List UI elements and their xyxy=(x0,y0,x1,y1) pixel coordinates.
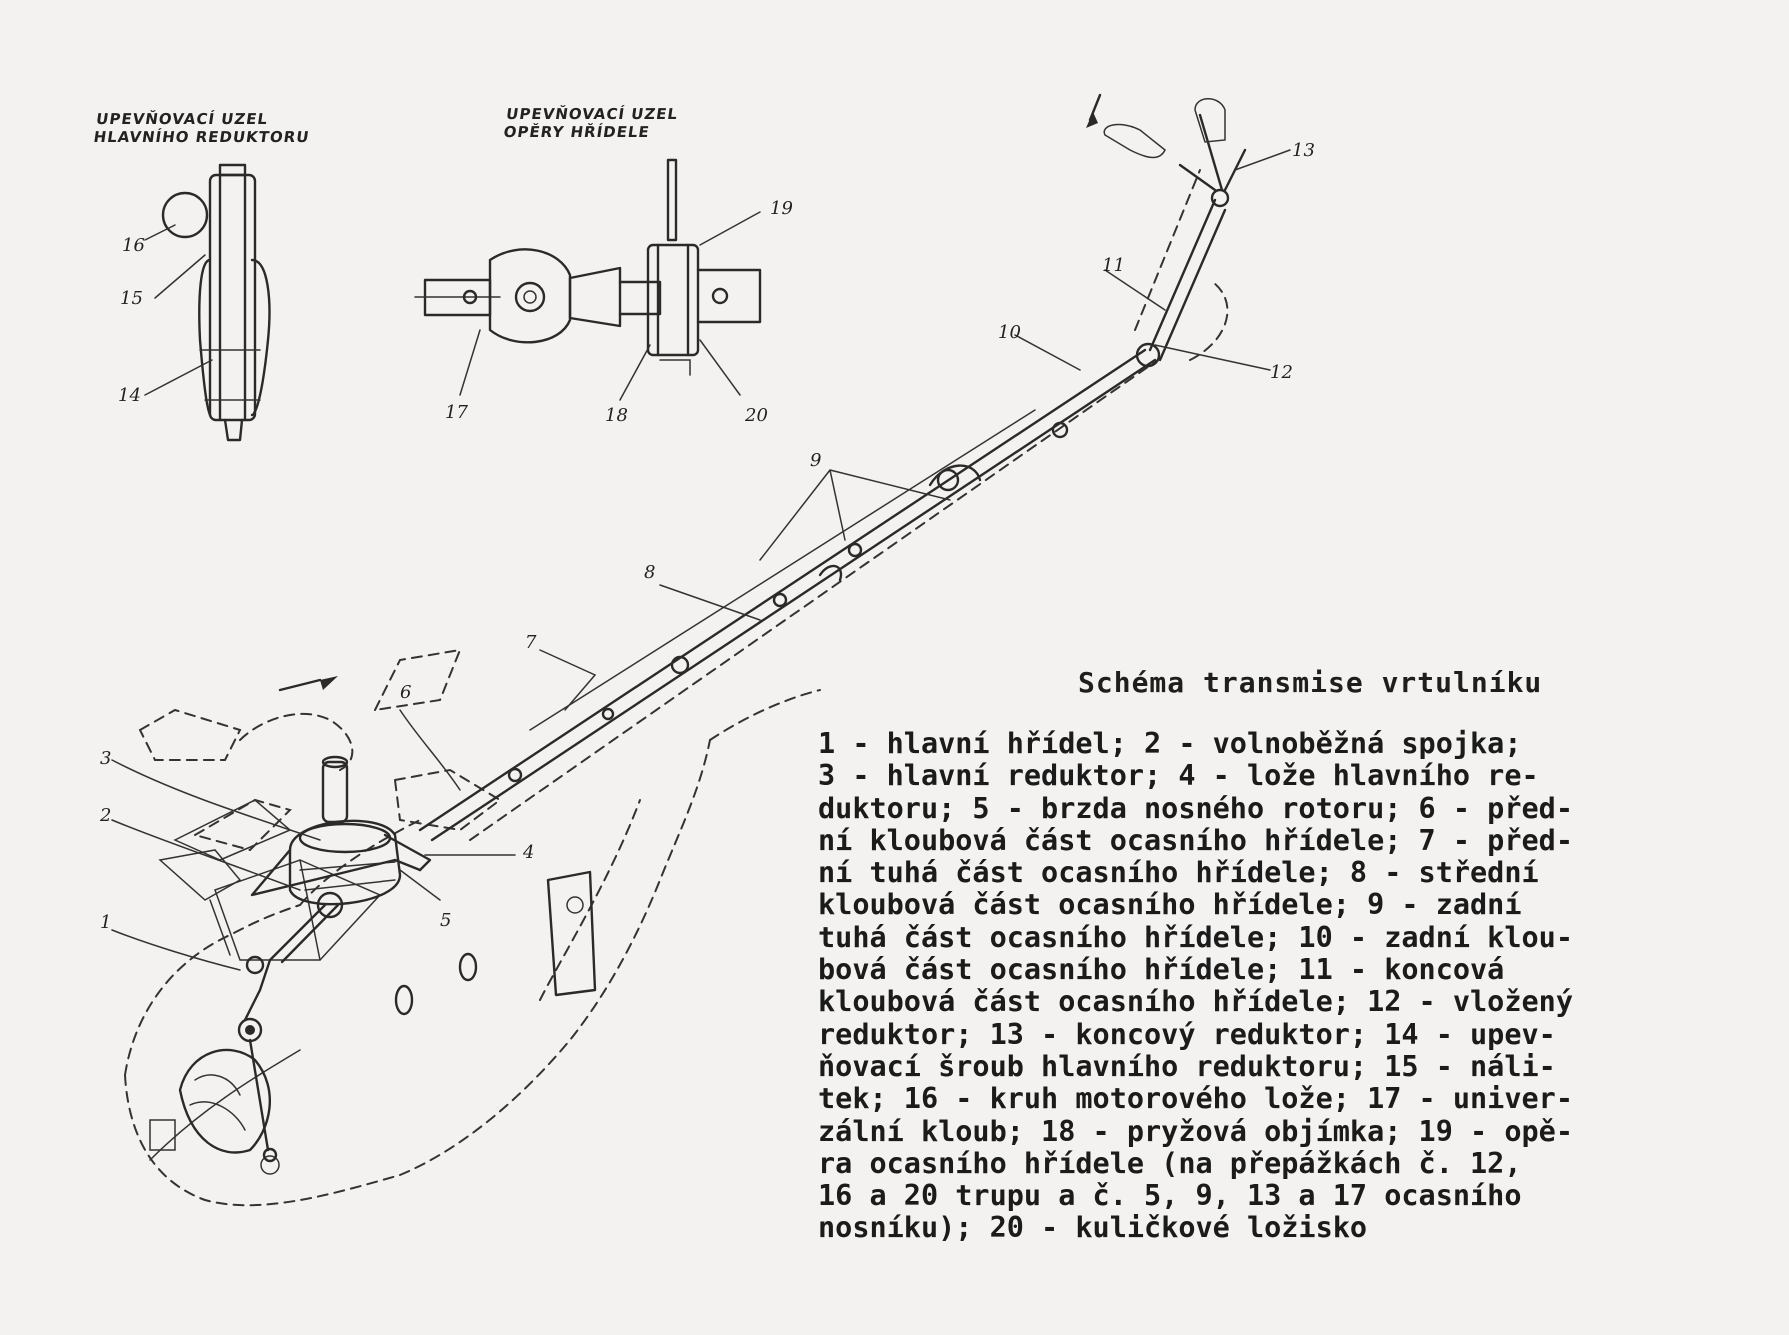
legend-line: tuhá část ocasního hřídele; 10 - zadní k… xyxy=(818,920,1573,954)
legend-line: kloubová část ocasního hřídele; 9 - zadn… xyxy=(818,888,1522,922)
shaft-mount-caption: UPEVŇOVACÍ UZEL OPĚRY HŘÍDELE xyxy=(502,105,679,141)
legend-line: tek; 16 - kruh motorového lože; 17 - uni… xyxy=(818,1082,1573,1116)
callout-2: 2 xyxy=(100,805,112,826)
legend-line: 16 a 20 trupu a č. 5, 9, 13 a 17 ocasníh… xyxy=(818,1179,1522,1213)
legend-line: nosníku); 20 - kuličkové ložisko xyxy=(818,1211,1368,1245)
callout-16: 16 xyxy=(122,235,145,256)
callout-7: 7 xyxy=(525,632,537,653)
callout-6: 6 xyxy=(400,682,412,703)
callout-19: 19 xyxy=(770,198,793,219)
main-mount-caption-line1: UPEVŇOVACÍ UZEL xyxy=(95,110,270,128)
legend-line: duktoru; 5 - brzda nosného rotoru; 6 - p… xyxy=(818,791,1573,825)
legend-line: zální kloub; 18 - pryžová objímka; 19 - … xyxy=(818,1114,1573,1148)
legend-line: 1 - hlavní hřídel; 2 - volnoběžná spojka… xyxy=(818,727,1522,760)
main-mount-detail xyxy=(144,163,271,442)
main-gearbox xyxy=(243,755,432,1163)
legend-title: Schéma transmise vrtulníku xyxy=(1078,666,1543,699)
callout-17: 17 xyxy=(445,402,468,423)
legend-line: ní kloubová část ocasního hřídele; 7 - p… xyxy=(818,823,1573,857)
fuselage-outline xyxy=(124,689,821,1207)
tail-shaft xyxy=(418,93,1291,842)
callout-3: 3 xyxy=(100,748,112,769)
legend-body: 1 - hlavní hřídel; 2 - volnoběžná spojka… xyxy=(818,727,1698,1245)
callout-13: 13 xyxy=(1292,140,1315,161)
main-mount-caption: UPEVŇOVACÍ UZEL HLAVNÍHO REDUKTORU xyxy=(92,110,313,146)
callout-18: 18 xyxy=(605,405,628,426)
legend-line: ra ocasního hřídele (na přepážkách č. 12… xyxy=(818,1146,1522,1180)
shaft-mount-caption-line2: OPĚRY HŘÍDELE xyxy=(502,123,651,141)
shaft-mount-detail xyxy=(414,158,762,401)
legend-line: kloubová část ocasního hřídele; 12 - vlo… xyxy=(818,985,1573,1019)
leader-lines xyxy=(111,269,1271,971)
callout-15: 15 xyxy=(120,288,143,309)
callout-9: 9 xyxy=(810,450,822,471)
callout-11: 11 xyxy=(1102,255,1125,276)
callout-14: 14 xyxy=(118,385,141,406)
callout-12: 12 xyxy=(1270,362,1293,383)
callout-8: 8 xyxy=(644,562,656,583)
legend-line: bová část ocasního hřídele; 11 - koncová xyxy=(818,953,1505,987)
rotor-blades xyxy=(138,648,502,852)
legend-line: ňovací šroub hlavního reduktoru; 15 - ná… xyxy=(818,1049,1556,1083)
callout-20: 20 xyxy=(745,405,768,426)
legend-line: 3 - hlavní reduktor; 4 - lože hlavního r… xyxy=(818,759,1539,793)
legend-line: reduktor; 13 - koncový reduktor; 14 - up… xyxy=(818,1017,1556,1051)
callout-1: 1 xyxy=(100,912,112,933)
main-mount-caption-line2: HLAVNÍHO REDUKTORU xyxy=(92,128,311,146)
callout-10: 10 xyxy=(998,322,1021,343)
legend-line: ní tuhá část ocasního hřídele; 8 - střed… xyxy=(818,856,1539,890)
callout-4: 4 xyxy=(523,842,535,863)
callout-5: 5 xyxy=(440,910,452,931)
shaft-mount-caption-line1: UPEVŇOVACÍ UZEL xyxy=(505,105,680,123)
